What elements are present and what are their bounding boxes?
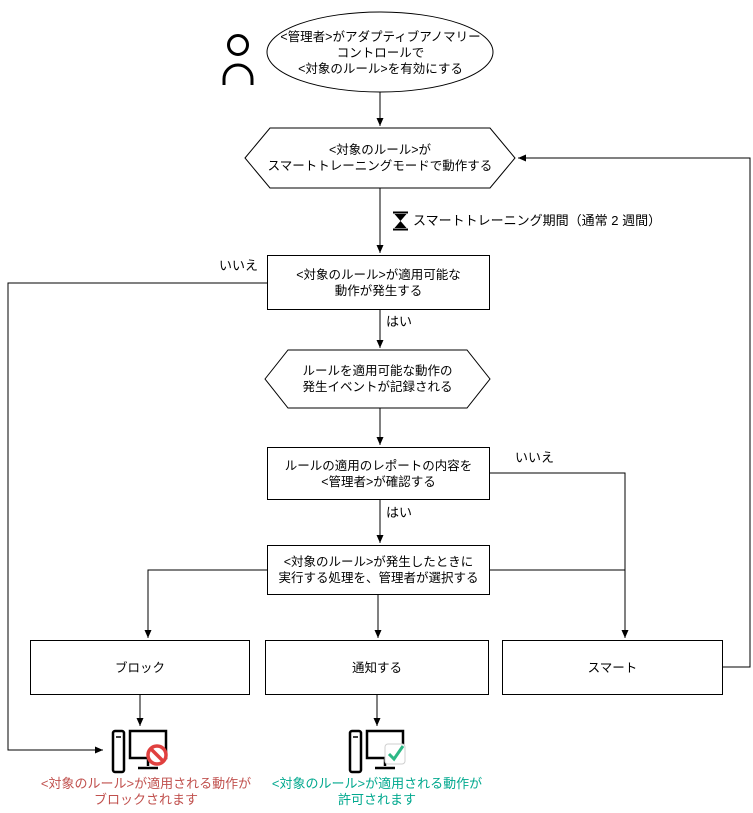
edge-select-to-block: [144, 569, 267, 638]
node-training-mode-line1: <対象のルール>が: [328, 143, 432, 157]
edge-review-no-to-smart: [490, 472, 629, 638]
node-start-line3: <対象のルール>を有効にする: [298, 61, 463, 76]
label-no-activity: いいえ: [218, 258, 258, 273]
event-recorded-hexagon-shape: [264, 349, 491, 409]
node-activity-occurs-line1: <対象のルール>が適用可能な: [296, 267, 461, 282]
training-mode-hexagon-shape: [244, 127, 516, 189]
node-start-line2: コントロールで: [336, 45, 425, 60]
node-notify-label: 通知する: [351, 660, 402, 675]
node-block-label: ブロック: [114, 660, 165, 675]
node-admin-selects-line1: <対象のルール>が発生したときに: [283, 555, 474, 569]
label-yes-review: はい: [386, 505, 413, 520]
node-event-recorded: ルールを適用可能な動作の 発生イベントが記録される: [265, 350, 490, 408]
connectors: [7, 92, 751, 754]
edge-smart-loop-back: [518, 154, 751, 668]
node-start: <管理者>がアダプティブアノマリー コントロールで <対象のルール>を有効にする: [267, 13, 494, 92]
computer-prohibited-icon: [111, 729, 168, 774]
computer-check-icon: [348, 729, 406, 774]
node-admin-reviews-line1: ルールの適用のレポートの内容を: [284, 458, 473, 473]
node-start-line1: <管理者>がアダプティブアノマリー: [280, 29, 481, 44]
label-training-period: スマートトレーニング期間（通常 2 週間）: [413, 213, 662, 228]
label-no-review: いいえ: [515, 450, 555, 465]
node-smart-label: スマート: [587, 660, 638, 675]
result-allowed: <対象のルール>が適用される動作が 許可されます: [246, 776, 508, 808]
result-blocked-line2: ブロックされます: [93, 792, 198, 807]
node-block: ブロック: [30, 640, 250, 695]
node-notify: 通知する: [265, 640, 489, 695]
person-icon: [222, 34, 254, 85]
node-admin-reviews-line2: <管理者>が確認する: [321, 474, 436, 489]
edge-activity-no-loop: [7, 282, 267, 754]
node-event-recorded-line1: ルールを適用可能な動作の: [302, 364, 453, 378]
hourglass-icon: [393, 211, 408, 231]
result-allowed-line2: 許可されます: [337, 792, 416, 807]
node-training-mode: <対象のルール>が スマートトレーニングモードで動作する: [250, 128, 510, 188]
node-training-mode-line2: スマートトレーニングモードで動作する: [267, 159, 493, 173]
node-event-recorded-line2: 発生イベントが記録される: [302, 380, 453, 394]
result-blocked: <対象のルール>が適用される動作が ブロックされます: [15, 776, 277, 808]
result-allowed-line1: <対象のルール>が適用される動作が: [271, 776, 483, 791]
node-admin-selects: <対象のルール>が発生したときに 実行する処理を、管理者が選択する: [267, 545, 490, 595]
result-blocked-line1: <対象のルール>が適用される動作が: [40, 776, 252, 791]
node-smart: スマート: [502, 640, 723, 695]
node-activity-occurs-line2: 動作が発生する: [334, 283, 423, 298]
node-admin-reviews: ルールの適用のレポートの内容を <管理者>が確認する: [267, 447, 490, 500]
label-yes-activity: はい: [386, 314, 413, 329]
node-admin-selects-line2: 実行する処理を、管理者が選択する: [278, 571, 479, 585]
node-activity-occurs: <対象のルール>が適用可能な 動作が発生する: [267, 255, 490, 310]
